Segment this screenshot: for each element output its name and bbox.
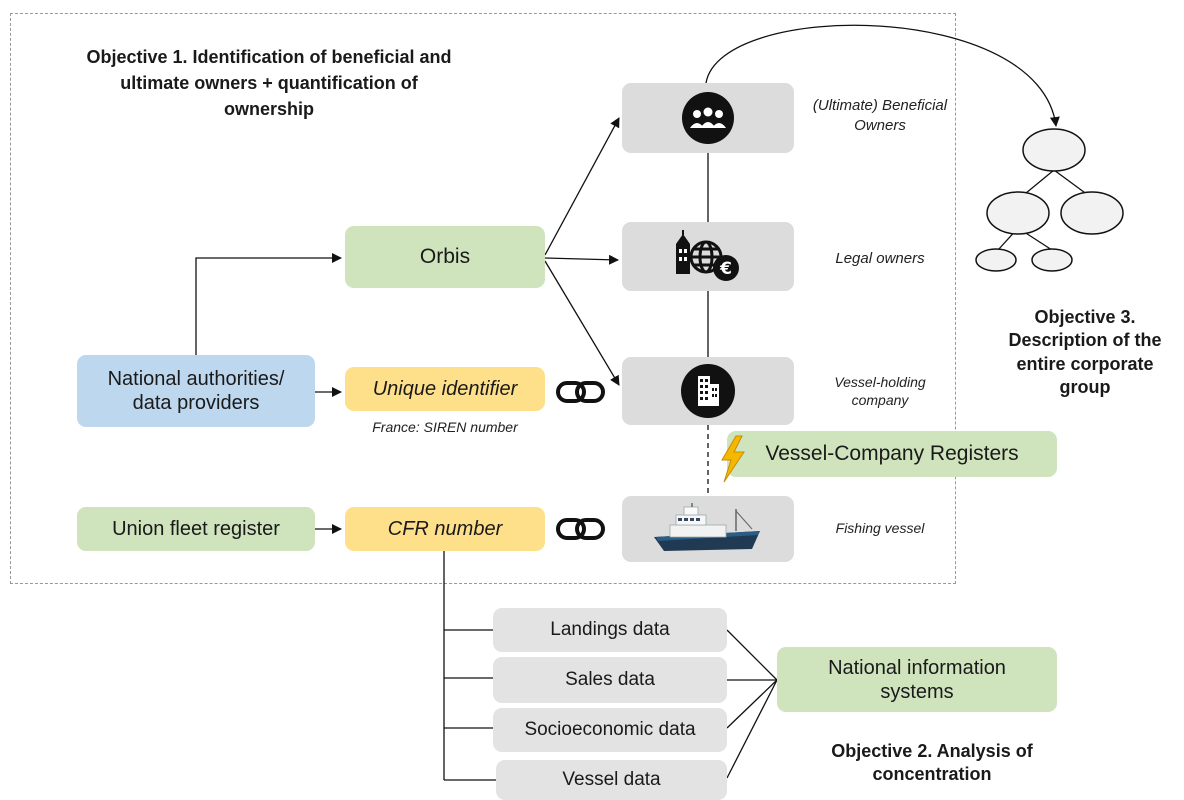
office-building-icon (681, 364, 735, 418)
orbis-node: Orbis (345, 226, 545, 288)
building-globe-euro-icon: € (676, 229, 739, 281)
fishing-vessel-label: Fishing vessel (835, 520, 925, 536)
legal-owners-node: € (622, 222, 794, 291)
legal-owners-label: Legal owners (835, 250, 925, 267)
objective1-title: Objective 1. Identification of beneficia… (86, 47, 452, 120)
objective1-frame (10, 13, 956, 584)
fishing-vessel-icon (654, 503, 760, 551)
vessel-holding-label: Vessel-holding company (834, 374, 926, 409)
ultimate-owners-node (622, 83, 794, 153)
vessel-data-node: Vessel data (496, 760, 727, 800)
national-authorities-node: National authorities/ data providers (77, 355, 315, 427)
france-siren-label: France: SIREN number (372, 419, 518, 435)
objective2-title: Objective 2. Analysis of concentration (831, 741, 1033, 785)
arrow-orbis-to-ultimate (544, 117, 620, 256)
svg-text:€: € (719, 259, 732, 279)
vessel-holding-company-node (622, 357, 794, 425)
chain-link-icon (556, 518, 605, 540)
people-group-icon (682, 92, 734, 144)
landings-data-node: Landings data (493, 608, 727, 652)
cfr-number-node: CFR number (345, 507, 545, 551)
union-fleet-register-node: Union fleet register (77, 507, 315, 551)
arrow-to-corporate-tree (705, 24, 1060, 127)
org-tree-icon (975, 128, 1124, 272)
lightning-icon (721, 435, 745, 483)
sales-data-node: Sales data (493, 657, 727, 703)
national-information-systems-node: National information systems (777, 647, 1057, 712)
fishing-vessel-node (622, 496, 794, 562)
vessel-company-registers-node: Vessel-Company Registers (727, 431, 1057, 477)
objective3-title: Objective 3. Description of the entire c… (1008, 307, 1162, 398)
arrow-authorities-to-orbis (195, 253, 342, 355)
socioeconomic-data-node: Socioeconomic data (493, 708, 727, 752)
unique-identifier-node: Unique identifier (345, 367, 545, 411)
arrow-orbis-to-legal (544, 254, 619, 265)
ultimate-owners-label: (Ultimate) Beneficial Owners (812, 97, 948, 134)
chain-link-icon (556, 381, 605, 403)
arrow-orbis-to-holding (544, 260, 620, 386)
